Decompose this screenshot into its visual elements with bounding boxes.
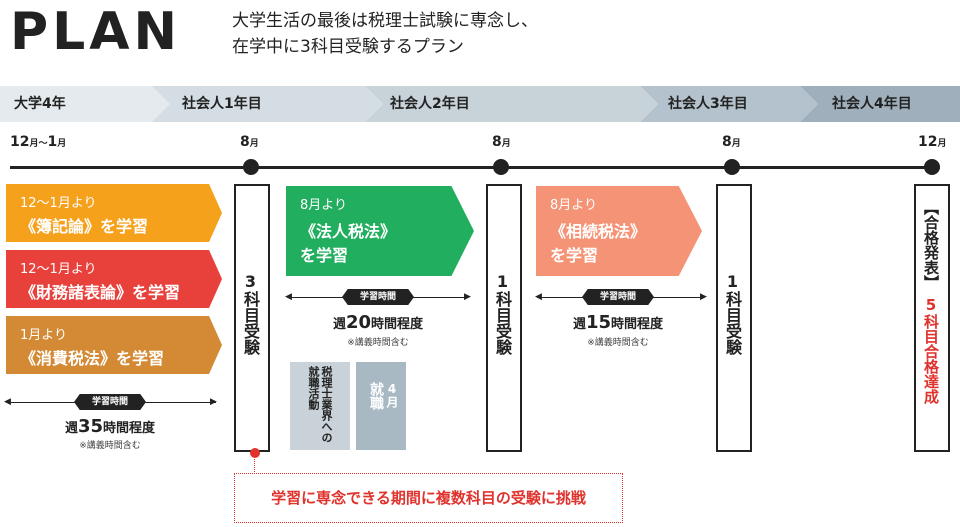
subtitle-line-2: 在学中に3科目受験するプラン [232, 37, 464, 57]
study-hours-2: 週20時間程度 [332, 312, 424, 333]
month-label-start: 12月〜1月 [10, 134, 67, 150]
job-hunting-box: 税理士業界への就職活動 [290, 362, 350, 450]
timeline-axis [10, 166, 940, 169]
phase-label-2: 社会人1年目 [182, 96, 262, 112]
page-subtitle: 大学生活の最後は税理士試験に専念し、 在学中に3科目受験するプラン [232, 8, 538, 60]
phase-banner [0, 86, 960, 122]
result-title: 【合格発表】 [922, 200, 940, 290]
study-block-shohi: 1月より 《消費税法》を学習 [6, 316, 222, 374]
phase-label-3: 社会人2年目 [390, 96, 470, 112]
timeline-dot [493, 159, 509, 175]
month-label-8-2: 8月 [492, 134, 511, 150]
arrow-right-icon: ▶ [700, 292, 707, 302]
arrow-right-icon: ▶ [210, 397, 217, 407]
study-hours-3: 週15時間程度 [572, 312, 664, 333]
phase-segment-5 [800, 86, 960, 122]
phase-label-4: 社会人3年目 [668, 96, 748, 112]
study-block-zaimu: 12〜1月より 《財務諸表論》を学習 [6, 250, 222, 308]
phase-label-5: 社会人4年目 [832, 96, 912, 112]
timeline-dot [924, 159, 940, 175]
month-label-8-1: 8月 [240, 134, 259, 150]
study-hours-1: 週35時間程度 [64, 416, 156, 437]
month-label-8-3: 8月 [722, 134, 741, 150]
exam-box-1: 3科目受験 [234, 184, 270, 452]
arrow-left-icon: ◀ [285, 292, 292, 302]
exam-box-2: 1科目受験 [486, 184, 522, 452]
phase-segment-1 [0, 86, 170, 122]
result-box: 【合格発表】 5科目合格達成 [914, 184, 950, 452]
callout-box: 学習に専念できる期間に複数科目の受験に挑戦 [234, 473, 623, 523]
month-label-12: 12月 [918, 134, 947, 150]
subtitle-line-1: 大学生活の最後は税理士試験に専念し、 [232, 11, 538, 31]
arrow-right-icon: ▶ [464, 292, 471, 302]
study-hours-note: ※講義時間含む [587, 338, 649, 348]
study-hours-label: 学習時間 [582, 289, 654, 305]
study-block-hojin: 8月より 《法人税法》 を学習 [286, 186, 474, 276]
study-hours-label: 学習時間 [74, 394, 146, 410]
arrow-left-icon: ◀ [535, 292, 542, 302]
study-hours-note: ※講義時間含む [347, 338, 409, 348]
study-block-sozoku: 8月より 《相続税法》 を学習 [536, 186, 702, 276]
callout-connector [254, 456, 255, 474]
page-title: PLAN [10, 2, 182, 62]
timeline-dot [243, 159, 259, 175]
phase-segment-3 [365, 86, 658, 122]
phase-segment-4 [640, 86, 818, 122]
result-subtitle: 5科目合格達成 [922, 296, 940, 404]
callout-dot [250, 448, 260, 458]
study-hours-label: 学習時間 [342, 289, 414, 305]
phase-segment-2 [152, 86, 383, 122]
study-block-boki: 12〜1月より 《簿記論》を学習 [6, 184, 222, 242]
study-hours-note: ※講義時間含む [79, 441, 141, 451]
arrow-left-icon: ◀ [4, 397, 11, 407]
exam-box-3: 1科目受験 [716, 184, 752, 452]
phase-label-1: 大学4年 [14, 96, 66, 112]
timeline-dot [724, 159, 740, 175]
employment-box: 就職 4月 [356, 362, 406, 450]
